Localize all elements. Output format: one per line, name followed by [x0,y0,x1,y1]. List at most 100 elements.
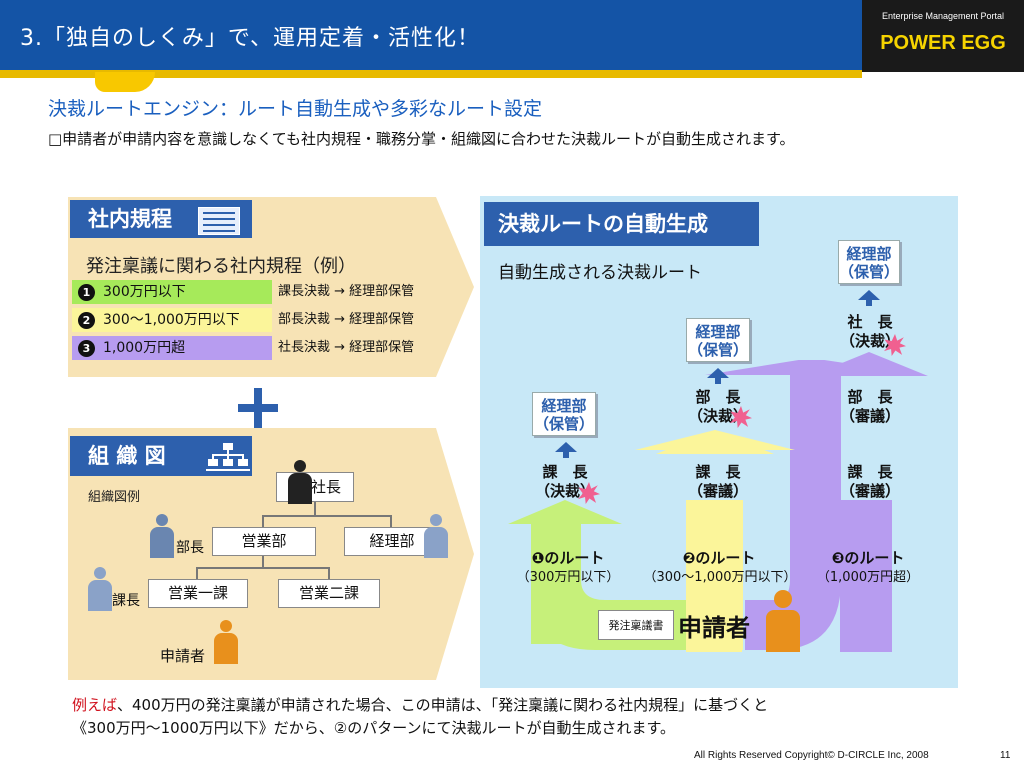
route2-section-chief: 課 長（審議） [670,463,766,501]
route3-manager: 部 長（審議） [822,388,918,426]
section-description: □申請者が申請内容を意識しなくても社内規程・職務分掌・組織図に合わせた決裁ルート… [48,130,795,148]
role-title: 部 長 [695,388,741,406]
rule-label: 3 1,000万円超 [72,336,272,360]
role-title: 課 長 [847,463,893,481]
up-arrow-stem [715,378,721,384]
route3-range: （1,000万円超） [816,570,920,585]
document-icon [198,207,240,238]
brand-logo: Enterprise Management Portal POWER EGG [862,0,1024,72]
org-line [196,567,198,579]
manager-label: 部長 [176,540,204,556]
org-chart-icon [206,443,250,471]
up-arrow-stem [563,452,569,458]
org-box-sales-dept: 営業部 [212,527,316,556]
header-accent-line [0,70,862,78]
role-action: （決裁） [839,332,900,350]
route1-accounting-box: 経理部（保管） [532,392,596,436]
role-action: （決裁） [687,407,748,425]
acct-line2: （保管） [839,263,900,281]
plus-icon [238,388,278,428]
applicant-person-icon [766,590,800,652]
org-line [390,515,392,527]
org-example-label: 組織図例 [88,490,141,505]
copyright: All Rights Reserved Copyright© D-CIRCLE … [694,750,929,761]
route-panel-tab: 決裁ルートの自動生成 [484,202,759,246]
applicant-person-icon [214,620,238,664]
rule-amount: 1,000万円超 [103,340,186,356]
route3-accounting-box: 経理部（保管） [838,240,900,284]
up-arrow-icon [555,442,577,452]
rule-row-3: 3 1,000万円超 社長決裁 → 経理部保管 [72,336,436,360]
header-accent-curve [95,72,155,92]
up-arrow-stem [866,300,872,306]
rules-panel-arrow [436,197,474,377]
acct-line1: 経理部 [541,397,587,415]
acct-line1: 経理部 [846,245,892,263]
rule-label: 2 300～1,000万円以下 [72,308,272,332]
page-title: 3.「独自のしくみ」で、運用定着・活性化！ [20,26,480,51]
rule-action: 社長決裁 → 経理部保管 [278,340,415,355]
applicant-label: 申請者 [160,647,206,665]
route1-range: （300万円以下） [516,570,620,585]
route3-section-chief: 課 長（審議） [822,463,918,501]
president-person-icon [288,460,312,504]
rule-amount: 300～1,000万円以下 [103,312,240,328]
role-action: （審議） [839,407,900,425]
route3-label: ❸のルート [831,549,905,567]
role-action: （審議） [839,482,900,500]
org-line [328,567,330,579]
role-action: （決裁） [534,482,595,500]
rule-row-1: 1 300万円以下 課長決裁 → 経理部保管 [72,280,436,304]
logo-name: POWER EGG [880,32,1006,54]
accounting-person-icon [424,514,448,558]
route1-arrow-body [531,524,581,644]
example-line1: 、400万円の発注稟議が申請された場合、この申請は、「発注稟議に関わる社内規程」… [117,696,769,714]
manager-person-icon [150,514,174,558]
org-box-sales-section-2: 営業二課 [278,579,380,608]
org-line [262,515,264,527]
rule-number: 2 [78,312,95,329]
org-box-sales-section-1: 営業一課 [148,579,248,608]
org-line [314,502,316,516]
route3-president: 社 長（決裁） [822,313,918,351]
org-line [262,556,264,568]
rule-number: 1 [78,284,95,301]
section-chief-label: 課長 [112,593,140,609]
role-title: 課 長 [542,463,588,481]
order-request-document: 発注稟議書 [598,610,674,640]
acct-line2: （保管） [687,341,748,359]
org-line [196,567,330,569]
acct-line2: （保管） [533,415,594,433]
rule-label: 1 300万円以下 [72,280,272,304]
rule-number: 3 [78,340,95,357]
section-chief-person-icon [88,567,112,611]
up-arrow-icon [707,368,729,378]
rule-row-2: 2 300～1,000万円以下 部長決裁 → 経理部保管 [72,308,436,332]
up-arrow-icon [858,290,880,300]
role-title: 社 長 [847,313,893,331]
rule-amount: 300万円以下 [103,284,186,300]
route2-label: ❷のルート [682,549,756,567]
rules-heading: 発注稟議に関わる社内規程（例） [86,256,356,277]
role-title: 部 長 [847,388,893,406]
org-line [262,515,392,517]
route1-section-chief: 課 長（決裁） [520,463,610,501]
route2-arrow-body [686,500,742,652]
role-action: （審議） [687,482,748,500]
route2-manager: 部 長（決裁） [670,388,766,426]
section-subtitle: 決裁ルートエンジン：ルート自動生成や多彩なルート設定 [48,98,543,120]
route1-label: ❶のルート [531,549,605,567]
role-title: 課 長 [695,463,741,481]
acct-line1: 経理部 [695,323,741,341]
route3-arrow-body [840,500,892,652]
rule-action: 課長決裁 → 経理部保管 [278,284,415,299]
route-panel-subtitle: 自動生成される決裁ルート [498,263,702,283]
header-bar: 3.「独自のしくみ」で、運用定着・活性化！ Enterprise Managem… [0,0,1024,72]
rule-action: 部長決裁 → 経理部保管 [278,312,415,327]
logo-subtitle: Enterprise Management Portal [881,11,1005,21]
route2-accounting-box: 経理部（保管） [686,318,750,362]
example-line2: 《300万円～1000万円以下》だから、②のパターンにて決裁ルートが自動生成され… [72,719,676,737]
example-prefix: 例えば [72,696,118,714]
example-explanation: 例えば、400万円の発注稟議が申請された場合、この申請は、「発注稟議に関わる社内… [72,694,768,740]
